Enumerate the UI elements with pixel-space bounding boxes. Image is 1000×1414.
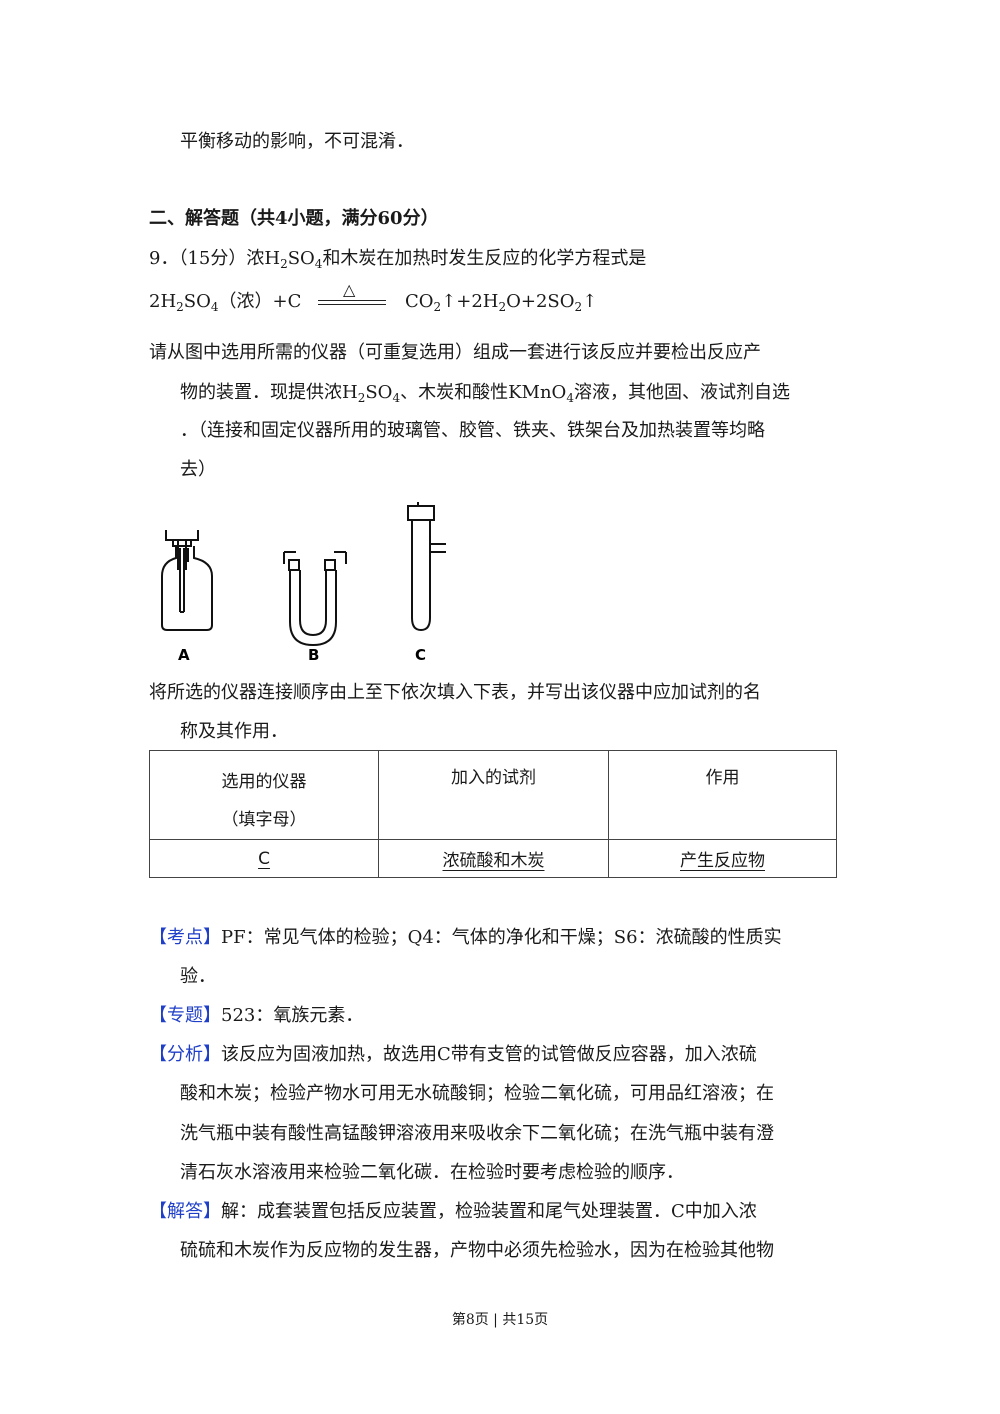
para1-line4: 去） [180, 459, 216, 480]
section-title: 二、解答题（共4小题，满分60分） [149, 208, 439, 229]
subscript: 4 [314, 257, 323, 271]
equation-lhs: 2H2SO4（浓）+C [149, 289, 301, 315]
eq-rhs-d: ↑ [582, 291, 598, 312]
header-reagent: 加入的试剂 [378, 750, 609, 840]
equation-rhs: CO2↑+2H2O+2SO2↑ [405, 289, 597, 315]
label-c: C [415, 646, 426, 664]
fenxi-line1: 【分析】该反应为固液加热，故选用C带有支管的试管做反应容器，加入浓硫 [149, 1042, 757, 1068]
equals-line-bottom [318, 304, 386, 305]
eq-rhs-a: CO [405, 291, 434, 312]
fenxi-tag: 【分析】 [149, 1044, 221, 1065]
para1-line1: 请从图中选用所需的仪器（可重复选用）组成一套进行该反应并要检出反应产 [149, 342, 761, 363]
header-instrument-line2: （填字母） [221, 810, 307, 830]
para1-line3: ．（连接和固定仪器所用的玻璃管、胶管、铁夹、铁架台及加热装置等均略 [180, 420, 765, 441]
intro-text-b: SO [287, 248, 315, 269]
label-b: B [308, 646, 319, 664]
subscript: 4 [566, 391, 574, 405]
kaodian-line1: 【考点】PF：常见气体的检验；Q4：气体的净化和干燥；S6：浓硫酸的性质实 [149, 925, 782, 951]
eq-lhs-b: SO [183, 291, 211, 312]
para1-line2: 物的装置．现提供浓H2SO4、木炭和酸性KMnO4溶液，其他固、液试剂自选 [180, 380, 790, 406]
u-tube-b-icon [283, 551, 347, 647]
jieda-line2: 硫硫和木炭作为反应物的发生器，产物中必须先检验水，因为在检验其他物 [180, 1240, 774, 1261]
para1-l2c: 、木炭和酸性KMnO [400, 382, 567, 403]
cell-function: 产生反应物 [608, 839, 837, 878]
para1-l2a: 物的装置．现提供浓H [180, 382, 358, 403]
jieda-tag: 【解答】 [149, 1201, 221, 1222]
eq-rhs-c: O+2SO [506, 291, 575, 312]
para2-line2: 称及其作用． [180, 721, 288, 742]
header-instrument: 选用的仪器 （填字母） [149, 750, 379, 840]
subscript: 2 [433, 300, 442, 314]
subscript: 2 [498, 300, 507, 314]
para2-line1: 将所选的仪器连接顺序由上至下依次填入下表，并写出该仪器中应加试剂的名 [149, 682, 761, 703]
table-row: C 浓硫酸和木炭 产生反应物 [149, 839, 837, 878]
heat-symbol: △ [343, 280, 356, 299]
continued-text: 平衡移动的影响，不可混淆． [180, 131, 414, 152]
header-function: 作用 [608, 750, 837, 840]
fenxi-text: 该反应为固液加热，故选用C带有支管的试管做反应容器，加入浓硫 [221, 1044, 757, 1065]
answer-table: 选用的仪器 （填字母） 加入的试剂 作用 C 浓硫酸和木炭 产生反应物 [149, 750, 837, 878]
subscript: 2 [280, 257, 288, 271]
apparatus-figure: A B C [161, 502, 446, 664]
page-footer: 第8页 | 共15页 [451, 1312, 549, 1328]
question-score: （15分） [178, 248, 247, 269]
side-arm-tube-c-icon [407, 502, 446, 632]
cell-instrument: C [149, 839, 379, 878]
kaodian-text: PF：常见气体的检验；Q4：气体的净化和干燥；S6：浓硫酸的性质实 [221, 927, 782, 948]
para1-l2d: 溶液，其他固、液试剂自选 [573, 382, 790, 403]
fenxi-line3: 洗气瓶中装有酸性高锰酸钾溶液用来吸收余下二氧化硫；在洗气瓶中装有澄 [180, 1123, 774, 1144]
subscript: 4 [210, 300, 219, 314]
zhuanti-text: 523：氧族元素． [221, 1005, 364, 1026]
subscript: 2 [357, 391, 366, 405]
kaodian-tag: 【考点】 [149, 927, 221, 948]
jieda-line1: 【解答】解：成套装置包括反应装置，检验装置和尾气处理装置．C中加入浓 [149, 1199, 757, 1225]
subscript: 4 [392, 391, 401, 405]
answer-reagent: 浓硫酸和木炭 [442, 851, 545, 871]
intro-text-c: 和木炭在加热时发生反应的化学方程式是 [322, 248, 647, 269]
fenxi-line2: 酸和木炭；检验产物水可用无水硫酸铜；检验二氧化硫，可用品红溶液；在 [180, 1083, 774, 1104]
para1-l2b: SO [365, 382, 393, 403]
intro-text-a: 浓H [246, 248, 281, 269]
header-instrument-line1: 选用的仪器 [221, 772, 307, 792]
answer-function: 产生反应物 [680, 851, 765, 871]
question-9-intro: 9．（15分）浓H2SO4和木炭在加热时发生反应的化学方程式是 [149, 246, 646, 272]
kaodian-line2: 验． [180, 966, 216, 987]
fenxi-line4: 清石灰水溶液用来检验二氧化碳．在检验时要考虑检验的顺序． [180, 1162, 684, 1183]
subscript: 2 [176, 300, 184, 314]
eq-rhs-b: ↑+2H [441, 291, 499, 312]
answer-instrument: C [258, 848, 270, 869]
zhuanti-tag: 【专题】 [149, 1005, 221, 1026]
equals-line-top [318, 300, 386, 301]
wash-bottle-a-icon [161, 530, 213, 631]
jieda-text: 解：成套装置包括反应装置，检验装置和尾气处理装置．C中加入浓 [221, 1201, 757, 1222]
question-number: 9． [149, 248, 179, 269]
subscript: 2 [574, 300, 583, 314]
reaction-condition-arrow: △ [318, 281, 386, 311]
label-a: A [178, 646, 190, 664]
eq-lhs-c: （浓）+C [218, 291, 302, 312]
zhuanti-line: 【专题】523：氧族元素． [149, 1003, 363, 1029]
table-header-row: 选用的仪器 （填字母） 加入的试剂 作用 [149, 750, 837, 840]
cell-reagent: 浓硫酸和木炭 [378, 839, 609, 878]
eq-lhs-a: 2H [149, 291, 177, 312]
